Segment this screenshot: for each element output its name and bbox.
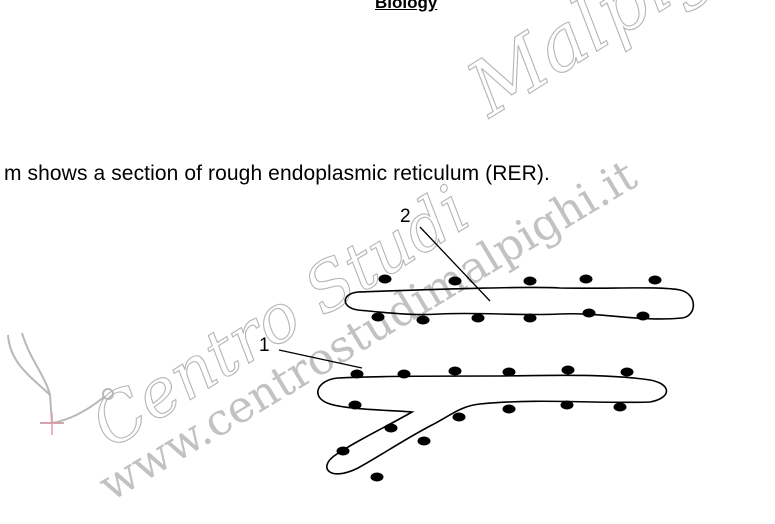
page-header-title: Biology — [375, 0, 438, 12]
rer-membrane-lower — [317, 374, 668, 475]
label-1-pointer — [278, 349, 363, 369]
ribosome — [370, 472, 384, 482]
ribosomes-lower — [336, 365, 634, 482]
ribosome — [523, 313, 537, 323]
ribosome — [371, 312, 385, 322]
label-2: 2 — [400, 206, 411, 227]
ribosome — [448, 366, 462, 376]
ribosome — [523, 276, 537, 286]
ribosome — [636, 311, 650, 321]
ribosome — [502, 404, 516, 414]
ribosome — [579, 274, 593, 284]
ribosome — [448, 276, 462, 286]
ribosome — [502, 367, 516, 377]
question-text: m shows a section of rough endoplasmic r… — [4, 162, 550, 185]
ribosome — [561, 365, 575, 375]
ribosome — [350, 369, 364, 379]
label-2-pointer — [419, 226, 491, 302]
ribosome — [378, 274, 392, 284]
ribosome — [560, 400, 574, 410]
ribosome — [416, 315, 430, 325]
stethoscope-icon — [7, 332, 114, 435]
ribosome — [452, 412, 466, 422]
ribosome — [384, 423, 398, 433]
ribosome — [613, 402, 627, 412]
ribosome — [336, 446, 350, 456]
ribosome — [582, 308, 596, 318]
ribosome — [620, 367, 634, 377]
ribosome — [397, 369, 411, 379]
ribosome — [471, 313, 485, 323]
ribosome — [648, 275, 662, 285]
ribosome — [348, 400, 362, 410]
ribosome — [417, 436, 431, 446]
label-1: 1 — [259, 335, 270, 356]
ribosomes-upper — [371, 274, 662, 325]
